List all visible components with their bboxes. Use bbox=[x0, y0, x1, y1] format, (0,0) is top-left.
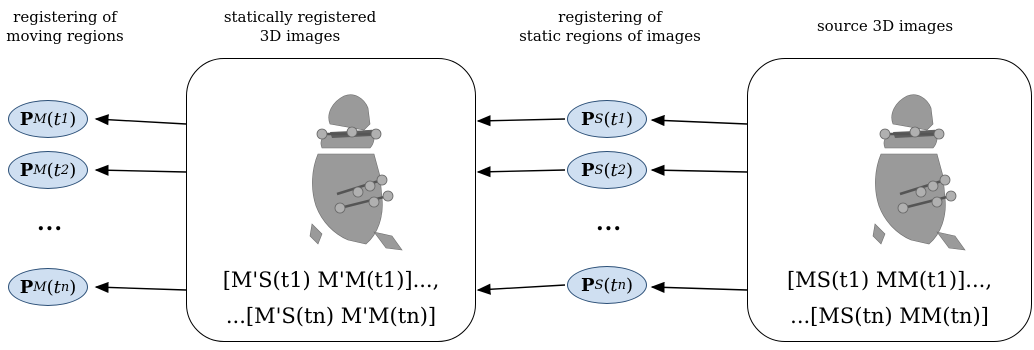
arrow bbox=[94, 114, 187, 126]
bubble-P: P bbox=[19, 108, 34, 130]
arrow bbox=[476, 283, 566, 295]
bubble-P: P bbox=[19, 159, 34, 181]
bubble-t: t bbox=[610, 274, 618, 296]
bubble-t: t bbox=[610, 108, 618, 130]
arrow bbox=[94, 164, 187, 176]
bubble-t: t bbox=[53, 108, 61, 130]
bubble-sub: M bbox=[33, 279, 47, 295]
arrow bbox=[650, 114, 748, 127]
mid-ellipsis: ... bbox=[596, 210, 622, 236]
header-static-regions: registering of static regions of images bbox=[500, 8, 720, 46]
source-box-formula: [MS(t1) MM(t1)]..., ...[MS(tn) MM(tn)] bbox=[757, 262, 1022, 334]
header-line: source 3D images bbox=[816, 17, 954, 35]
bubble-t: t bbox=[610, 159, 618, 181]
arrow bbox=[650, 281, 748, 293]
bubble-P: P bbox=[19, 276, 34, 298]
bubble-index: n bbox=[60, 279, 70, 295]
arrow bbox=[94, 281, 187, 294]
bubble-P: P bbox=[580, 108, 595, 130]
bubble-sub: S bbox=[594, 162, 604, 178]
bubble-t: t bbox=[53, 276, 61, 298]
left-ellipsis: ... bbox=[37, 210, 63, 236]
header-source: source 3D images bbox=[795, 17, 975, 36]
header-line: statically registered bbox=[223, 8, 377, 26]
bubble-index: 2 bbox=[60, 162, 70, 178]
bubble-sub: S bbox=[594, 111, 604, 127]
header-line: 3D images bbox=[259, 27, 341, 45]
bubble-sub: M bbox=[33, 162, 47, 178]
face-scan-image-registered bbox=[309, 94, 403, 251]
face-scan-image-source bbox=[872, 94, 966, 251]
header-static-registered: statically registered 3D images bbox=[210, 8, 390, 46]
header-line: registering of bbox=[13, 8, 117, 26]
bubble-P: P bbox=[580, 159, 595, 181]
header-line: moving regions bbox=[6, 27, 124, 45]
header-moving-regions: registering of moving regions bbox=[0, 8, 130, 46]
arrow bbox=[650, 164, 748, 176]
bubble-index: n bbox=[617, 277, 627, 293]
bubble-index: 1 bbox=[60, 111, 70, 127]
header-line: registering of bbox=[558, 8, 662, 26]
formula-line-1: [MS(t1) MM(t1)]..., bbox=[786, 268, 993, 292]
formula-line-1: [M'S(t1) M'M(t1)]..., bbox=[222, 268, 440, 292]
bubble-t: t bbox=[53, 159, 61, 181]
arrow bbox=[476, 115, 566, 127]
formula-line-2: ...[MS(tn) MM(tn)] bbox=[790, 304, 989, 328]
middle-box-formula: [M'S(t1) M'M(t1)]..., ...[M'S(tn) M'M(tn… bbox=[196, 262, 466, 334]
bubble-sub: M bbox=[33, 111, 47, 127]
header-line: static regions of images bbox=[519, 27, 701, 45]
formula-line-2: ...[M'S(tn) M'M(tn)] bbox=[225, 304, 437, 328]
bubble-index: 1 bbox=[617, 111, 626, 127]
bubble-index: 2 bbox=[617, 162, 626, 178]
bubble-sub: S bbox=[594, 277, 604, 293]
bubble-P: P bbox=[580, 274, 595, 296]
arrow bbox=[476, 166, 566, 178]
